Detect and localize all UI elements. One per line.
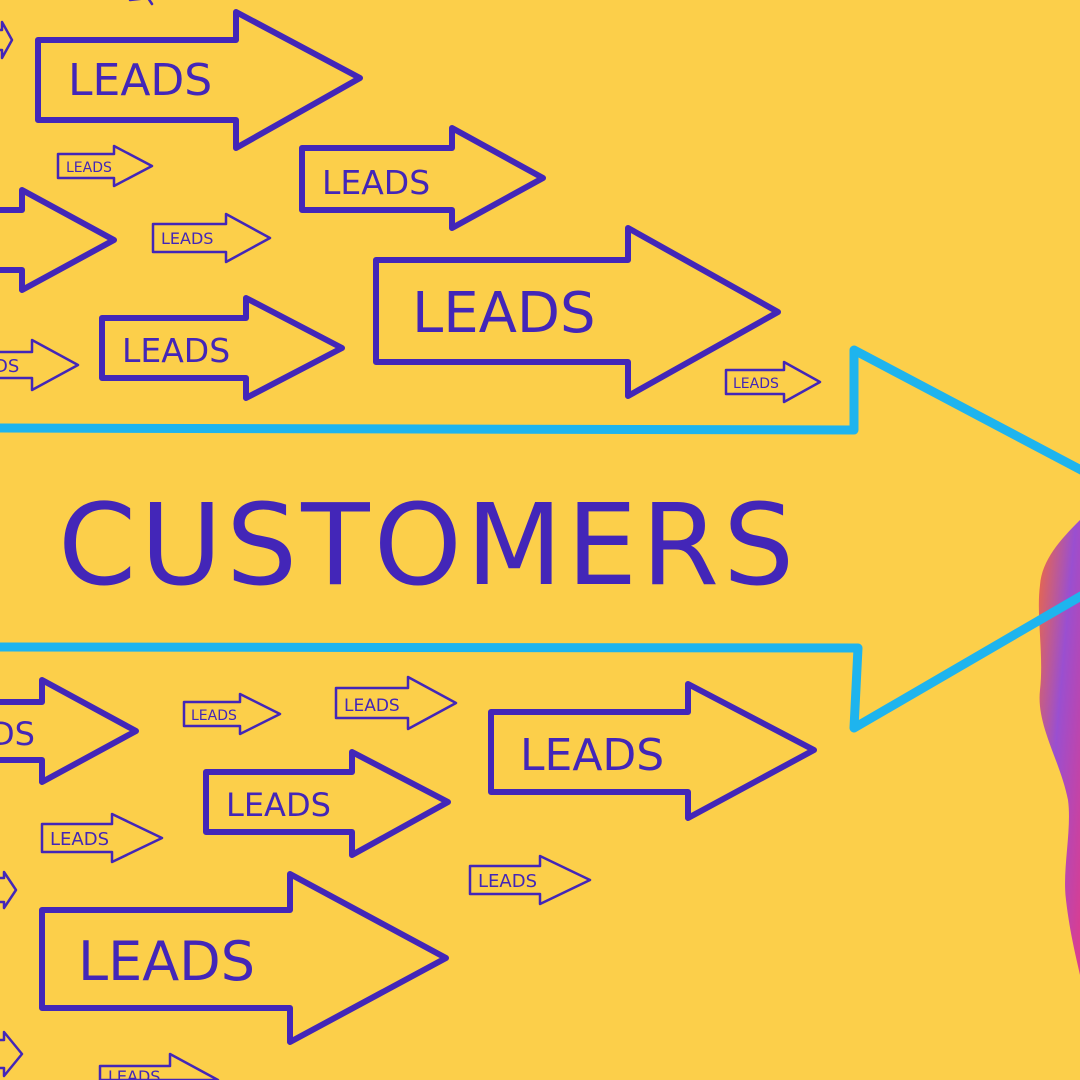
leads-arrow: LEADS: [334, 675, 458, 731]
leads-label: LEADS: [161, 229, 213, 248]
leads-arrow: LEADS: [488, 681, 817, 821]
leads-arrow: LEADS: [35, 9, 363, 151]
leads-arrow-partial: S: [0, 187, 117, 293]
leads-label-partial: DS: [0, 356, 19, 377]
leads-label: LEADS: [412, 281, 596, 346]
leads-arrow-icon: [373, 225, 781, 399]
leads-arrow-icon: [0, 870, 18, 910]
leads-arrow: LEADS: [468, 854, 592, 906]
leads-arrow-icon: [203, 749, 451, 858]
leads-arrow-icon: [468, 854, 592, 906]
leads-arrow: LEADS: [40, 812, 164, 864]
leads-arrow: LEADS: [151, 212, 272, 264]
customers-label: CUSTOMERS: [58, 481, 798, 611]
leads-arrow-partial: LEADS: [98, 1052, 220, 1080]
leads-label: LEADS: [66, 160, 112, 176]
leads-arrow-icon: [0, 677, 139, 785]
leads-label: LEADS: [68, 55, 212, 106]
leads-arrow-icon: [39, 871, 449, 1045]
leads-label: LEADS: [78, 930, 255, 993]
leads-label: LEADS: [191, 708, 237, 724]
leads-arrow-icon: [334, 675, 458, 731]
leads-arrow-icon: [99, 295, 345, 401]
leads-arrow-icon: [0, 187, 117, 293]
leads-arrow-icon: [182, 692, 282, 736]
leads-arrow-partial: DS: [0, 338, 80, 392]
leads-arrow-icon: [56, 144, 154, 188]
leads-label: LEADS: [478, 871, 537, 892]
leads-arrow: LEADS: [39, 871, 449, 1045]
leads-label: LEADS: [733, 376, 779, 392]
leads-arrow-icon: [35, 9, 363, 151]
leads-arrow: LEADS: [182, 692, 282, 736]
leads-arrow: LEADS: [299, 125, 546, 231]
leads-label-partial: S: [0, 225, 1, 260]
leads-arrow-icon: [0, 338, 80, 392]
leads-arrow: LEADS: [373, 225, 781, 399]
leads-arrow-icon: [724, 360, 822, 404]
leads-arrow-icon: [488, 681, 817, 821]
leads-arrow-icon: [0, 1030, 24, 1078]
leads-label: LEADS: [226, 786, 331, 824]
leads-arrow-icon: [299, 125, 546, 231]
figure-silhouette-icon: [1038, 520, 1080, 975]
leads-label: LEADS: [520, 730, 664, 781]
leads-arrow-icon: [40, 812, 164, 864]
leads-arrow: LEADS: [56, 144, 154, 188]
leads-arrow-icon: [151, 212, 272, 264]
leads-label-partial: DS: [0, 715, 35, 753]
leads-label: LEADS: [344, 696, 400, 716]
leads-label: LEADS: [122, 331, 230, 370]
leads-arrow: LEADS: [724, 360, 822, 404]
leads-label: LEADS: [50, 829, 109, 850]
leads-arrow-partial: DS: [0, 677, 139, 785]
leads-arrow-icon: [98, 1052, 220, 1080]
leads-label: LEADS: [322, 163, 430, 202]
leads-arrow: LEADS: [99, 295, 345, 401]
leads-arrow-icon: [128, 0, 154, 6]
leads-arrow-icon: [0, 20, 14, 60]
leads-label-partial: LEADS: [108, 1067, 160, 1080]
customers-arrow-icon: [0, 345, 1080, 733]
leads-arrow: LEADS: [203, 749, 451, 858]
